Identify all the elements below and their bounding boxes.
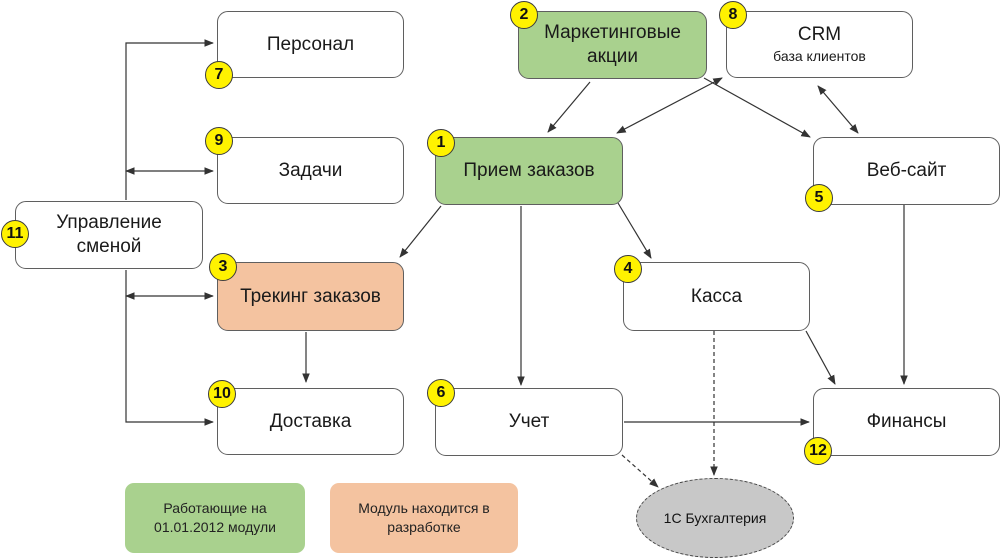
node-orders[interactable]: Прием заказов [435, 137, 623, 205]
node-crm[interactable]: CRM база клиентов [726, 11, 913, 78]
node-delivery-label: Доставка [269, 410, 352, 432]
legend-in-development-text: Модуль находится в разработке [358, 500, 490, 535]
node-1c-accounting-label: 1С Бухгалтерия [663, 510, 767, 526]
node-finance[interactable]: Финансы [813, 388, 1000, 456]
edge-marketing-to-orders [547, 81, 591, 133]
node-marketing[interactable]: Маркетинговые акции [518, 11, 707, 79]
node-cashbox-label: Касса [690, 285, 743, 307]
node-tasks-label: Задачи [278, 159, 343, 181]
node-order-tracking-label: Трекинг заказов [240, 285, 381, 307]
node-personnel-number-badge: 7 [205, 61, 233, 89]
legend-working-modules: Работающие на 01.01.2012 модули [125, 483, 305, 553]
node-delivery-number-badge: 10 [208, 380, 236, 408]
node-finance-number-badge: 12 [804, 437, 832, 465]
node-crm-number-badge: 8 [719, 1, 747, 29]
node-tasks-number-badge: 9 [205, 127, 233, 155]
node-marketing-label: Маркетинговые акции [544, 22, 681, 67]
node-cashbox[interactable]: Касса [623, 262, 810, 331]
node-crm-sublabel: база клиентов [773, 48, 866, 65]
node-1c-accounting[interactable]: 1С Бухгалтерия [636, 478, 794, 558]
node-website[interactable]: Веб-сайт [813, 137, 1000, 205]
node-delivery[interactable]: Доставка [217, 388, 404, 455]
node-tasks[interactable]: Задачи [217, 137, 404, 204]
edge-crm-orders [616, 77, 723, 134]
edge-shift-to-personnel [125, 39, 214, 200]
node-cashbox-number-badge: 4 [614, 255, 642, 283]
edge-shift-to-delivery [125, 270, 214, 426]
edge-orders-to-tracking [399, 205, 442, 258]
node-website-number-badge: 5 [805, 184, 833, 212]
node-shift-management-label: Управление сменой [56, 212, 162, 257]
node-website-label: Веб-сайт [866, 160, 947, 182]
node-order-tracking[interactable]: Трекинг заказов [217, 262, 404, 331]
edge-crm-website [817, 85, 859, 134]
node-orders-number-badge: 1 [427, 129, 455, 157]
legend-working-modules-text: Работающие на 01.01.2012 модули [154, 500, 276, 535]
node-accounting[interactable]: Учет [435, 388, 623, 456]
legend-in-development: Модуль находится в разработке [330, 483, 518, 553]
node-personnel-label: Персонал [266, 33, 355, 55]
node-shift-management-number-badge: 11 [1, 220, 29, 248]
node-accounting-number-badge: 6 [427, 379, 455, 407]
node-order-tracking-number-badge: 3 [209, 253, 237, 281]
node-orders-label: Прием заказов [463, 160, 595, 182]
node-crm-label: CRM [797, 24, 842, 46]
node-personnel[interactable]: Персонал [217, 11, 404, 78]
node-shift-management[interactable]: Управление сменой [15, 201, 203, 269]
node-finance-label: Финансы [866, 411, 947, 433]
edge-orders-to-cashbox [617, 202, 652, 259]
edge-cashbox-to-finance [805, 330, 836, 385]
node-marketing-number-badge: 2 [510, 1, 538, 29]
edge-accounting-to-1c [621, 454, 659, 488]
edge-marketing-to-website [703, 77, 811, 138]
node-accounting-label: Учет [508, 411, 550, 433]
